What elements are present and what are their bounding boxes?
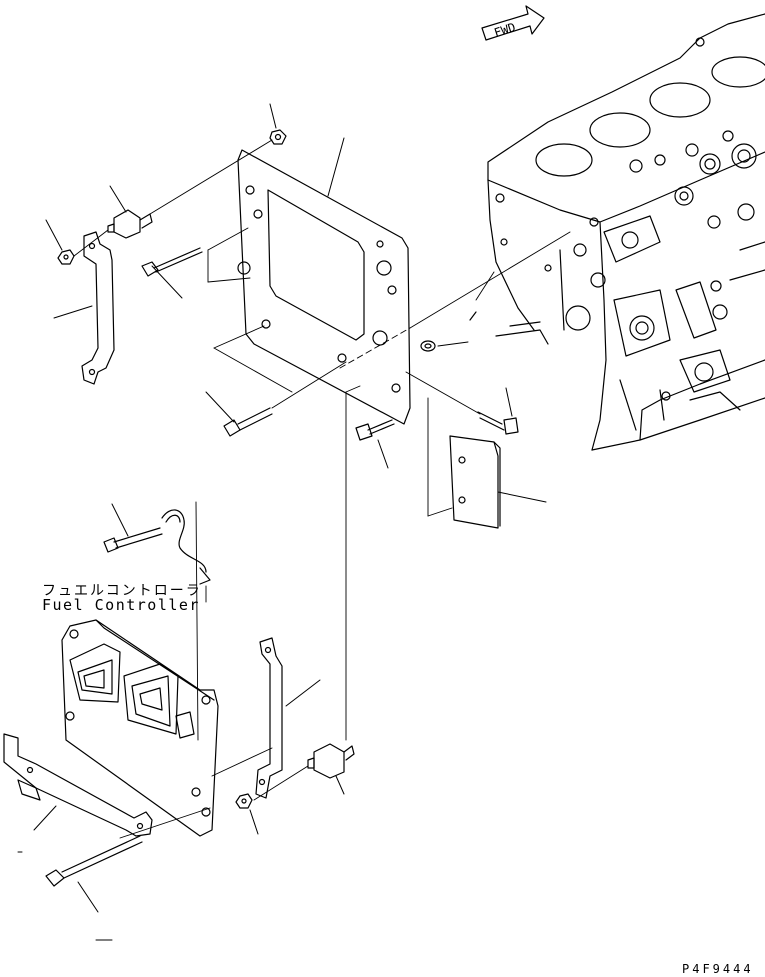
sensor-lower	[307, 743, 355, 779]
nut-lower	[235, 793, 253, 809]
bolt-upper	[141, 247, 203, 277]
fwd-label: FWD	[492, 20, 517, 40]
bolt-lower-left	[223, 407, 273, 437]
assembly-lines	[73, 139, 571, 839]
shield-bracket	[449, 435, 501, 529]
fuel-controller-label-english: Fuel Controller	[42, 596, 200, 614]
bracket-upper-left	[81, 231, 115, 385]
bolt-center-lower	[355, 419, 395, 441]
fuel-controller-label-japanese: フュエルコントローラ	[42, 583, 202, 599]
nut-left	[57, 249, 75, 265]
bracket-lower-left	[3, 733, 153, 837]
bracket-lower-right	[255, 637, 283, 799]
bolt-strap	[103, 527, 163, 553]
engine-block	[469, 13, 765, 451]
stray-marks	[17, 851, 113, 941]
leader-lines	[33, 103, 547, 913]
sensor-left	[107, 209, 153, 239]
nut-top	[269, 129, 287, 145]
fwd-arrow-icon: FWD	[481, 5, 545, 41]
fuel-controller	[61, 619, 219, 837]
washer-plate	[420, 340, 436, 352]
mounting-plate	[237, 149, 411, 425]
bolt-long-bottom	[45, 835, 143, 887]
wire-strap	[161, 509, 211, 585]
drawing-code: P4F9444	[682, 962, 754, 976]
bolt-right	[477, 411, 519, 435]
